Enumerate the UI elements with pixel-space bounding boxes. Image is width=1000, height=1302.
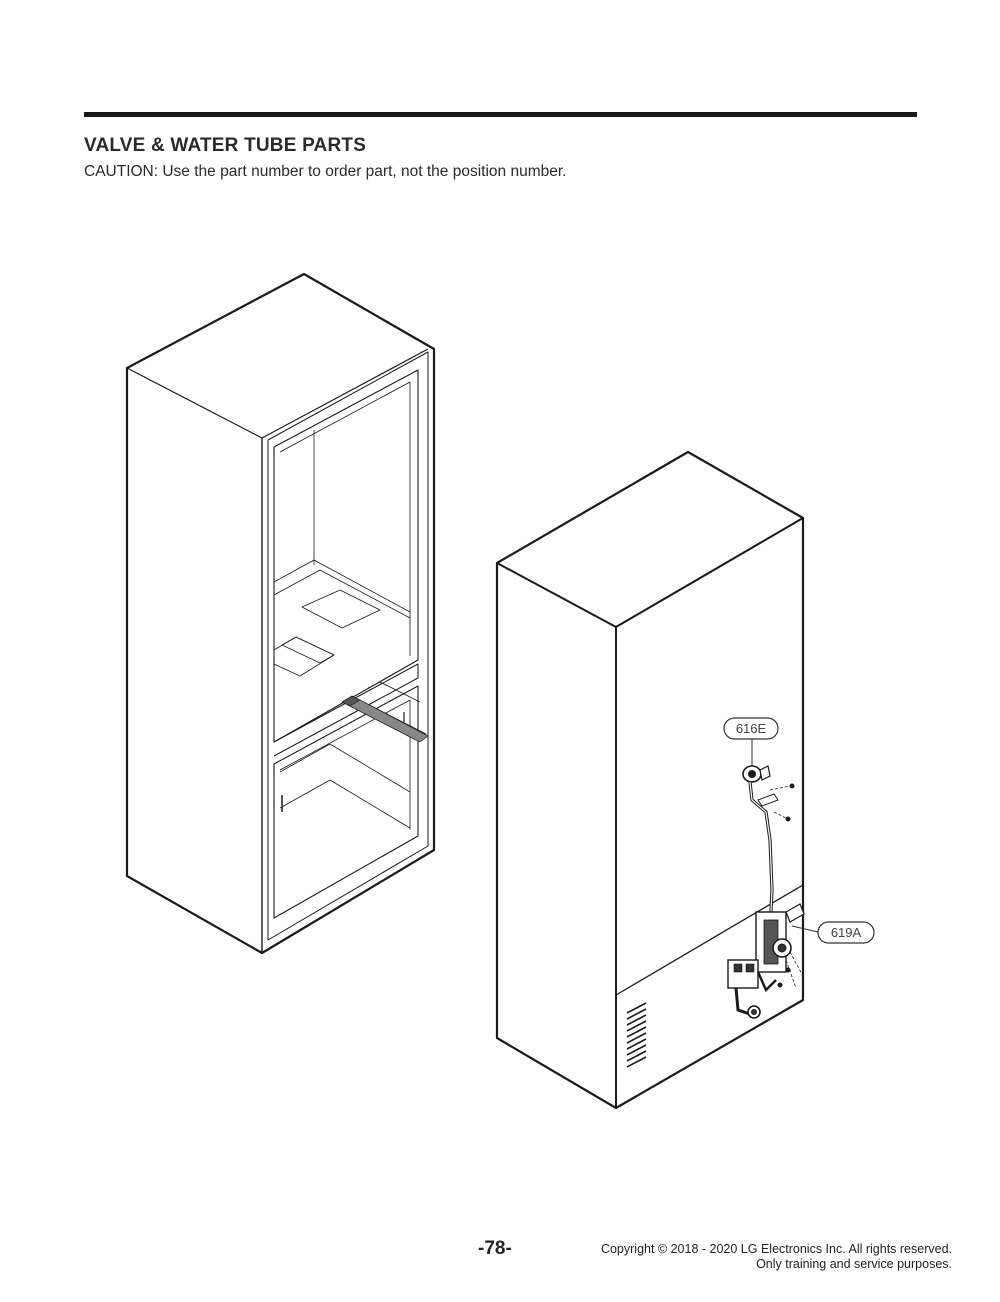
copyright-line-2: Only training and service purposes. xyxy=(756,1257,952,1271)
section-title: VALVE & WATER TUBE PARTS xyxy=(84,135,367,156)
caution-note: CAUTION: Use the part number to order pa… xyxy=(84,163,567,180)
rear-cabinet xyxy=(495,450,805,1110)
front-cabinet xyxy=(125,272,436,955)
water-valve-assembly xyxy=(727,903,805,1019)
callout-label-616E: 616E xyxy=(736,721,767,736)
callout-619A: 619A xyxy=(791,921,875,944)
machine-vent-grille xyxy=(626,1002,647,1068)
page-number: -78- xyxy=(478,1238,512,1259)
copyright-notice: Copyright © 2018 - 2020 LG Electronics I… xyxy=(601,1242,952,1272)
copyright-line-1: Copyright © 2018 - 2020 LG Electronics I… xyxy=(600,1242,952,1256)
callout-616E: 616E xyxy=(723,717,779,766)
drawer-rail-assembly xyxy=(341,681,429,743)
callout-label-619A: 619A xyxy=(831,925,862,940)
top-rule xyxy=(84,112,917,117)
